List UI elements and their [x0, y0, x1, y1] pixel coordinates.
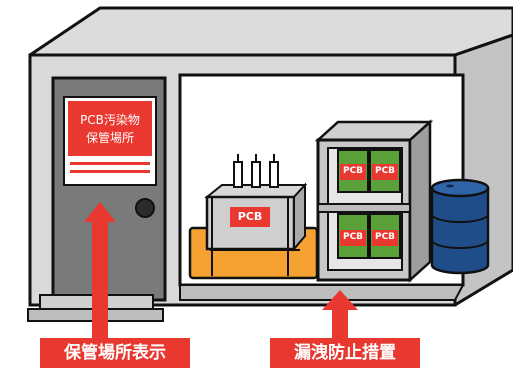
transformer [204, 154, 308, 276]
drum [430, 178, 490, 275]
transformer-pcb-label [230, 207, 270, 227]
sign-line-2: 保管場所 [85, 131, 134, 145]
arrow-up-left [84, 202, 116, 340]
box-pcb-text: PCB [374, 166, 396, 176]
building-roof [28, 6, 513, 57]
shelf-unit [314, 119, 434, 283]
box-pcb-text: PCB [342, 166, 364, 176]
arrow-up-right [322, 290, 358, 340]
box-pcb-text: PCB [342, 232, 364, 242]
transformer-pcb-text: PCB [237, 210, 263, 223]
box-pcb-text: PCB [374, 232, 396, 242]
pcb-box-icon [337, 149, 401, 259]
bushings-icon [233, 154, 279, 188]
leak-prevention-label: 漏洩防止措置 [270, 338, 420, 368]
sign-line-1: PCB汚染物 [80, 113, 140, 127]
storage-sign [63, 96, 157, 186]
door-knob [135, 198, 155, 218]
storage-display-label: 保管場所表示 [40, 338, 190, 368]
